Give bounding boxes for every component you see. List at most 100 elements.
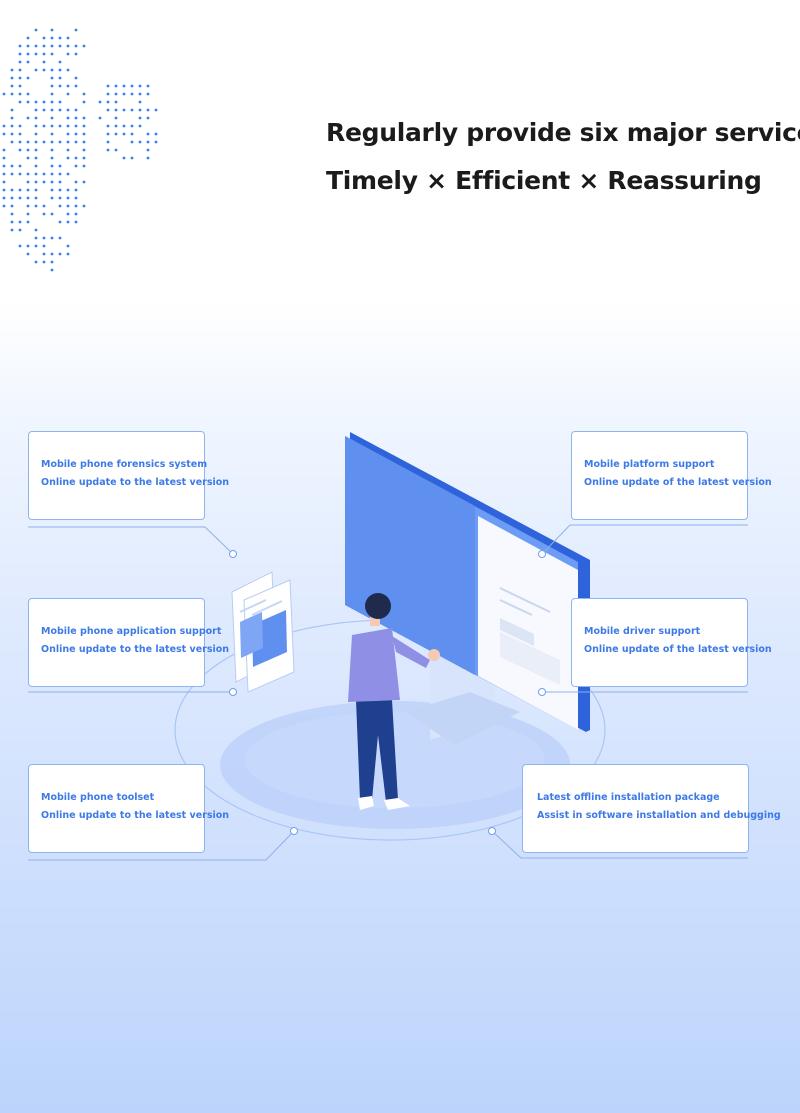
- map-dot: [50, 92, 54, 96]
- map-dot: [26, 252, 30, 256]
- map-dot: [2, 156, 6, 160]
- map-dot: [106, 108, 110, 112]
- service-detail: Online update of the latest version: [584, 477, 772, 488]
- map-dot: [18, 52, 22, 56]
- map-dot: [42, 180, 46, 184]
- map-dot: [2, 92, 6, 96]
- map-dot: [50, 260, 54, 264]
- map-dot: [50, 84, 54, 88]
- connector-dot: [229, 550, 237, 558]
- page-subtitle: Timely × Efficient × Reassuring: [326, 166, 762, 195]
- map-dot: [50, 268, 54, 272]
- map-dot: [146, 108, 150, 112]
- map-dot: [122, 132, 126, 136]
- map-dot: [10, 108, 14, 112]
- map-dot: [106, 84, 110, 88]
- map-dot: [10, 228, 14, 232]
- map-dot: [66, 44, 70, 48]
- map-dot: [18, 124, 22, 128]
- monitor-illustration: [345, 432, 590, 732]
- map-dot: [34, 164, 38, 168]
- map-dot: [58, 196, 62, 200]
- map-dot: [66, 212, 70, 216]
- map-dot: [26, 92, 30, 96]
- map-dot: [74, 124, 78, 128]
- map-dot: [98, 100, 102, 104]
- connector-dot: [538, 550, 546, 558]
- map-dot: [50, 28, 54, 32]
- map-dot: [106, 148, 110, 152]
- map-dot: [10, 68, 14, 72]
- map-dot: [34, 236, 38, 240]
- map-dot: [42, 36, 46, 40]
- map-dot: [34, 100, 38, 104]
- map-dot: [42, 212, 46, 216]
- map-dot: [82, 116, 86, 120]
- page-title: Regularly provide six major services: [326, 118, 800, 147]
- map-dot: [138, 116, 142, 120]
- map-dot: [66, 140, 70, 144]
- map-dot: [66, 92, 70, 96]
- map-dot: [26, 220, 30, 224]
- map-dot: [10, 116, 14, 120]
- map-dot: [2, 204, 6, 208]
- map-dot: [66, 196, 70, 200]
- map-dot: [50, 252, 54, 256]
- map-dot: [50, 172, 54, 176]
- map-dot: [114, 124, 118, 128]
- map-dot: [74, 164, 78, 168]
- map-dot: [10, 84, 14, 88]
- map-dot: [34, 156, 38, 160]
- map-dot: [58, 252, 62, 256]
- connector-dot: [488, 827, 496, 835]
- map-dot: [122, 124, 126, 128]
- map-dot: [122, 84, 126, 88]
- map-dot: [10, 220, 14, 224]
- map-dot: [58, 236, 62, 240]
- map-dot: [66, 252, 70, 256]
- service-card-application-support: Mobile phone application support Online …: [28, 598, 229, 687]
- map-dot: [50, 36, 54, 40]
- map-dot: [74, 76, 78, 80]
- map-dot: [26, 36, 30, 40]
- map-dot: [66, 124, 70, 128]
- map-dot: [34, 52, 38, 56]
- map-dot: [26, 116, 30, 120]
- service-detail: Assist in software installation and debu…: [537, 810, 781, 821]
- map-dot: [114, 108, 118, 112]
- map-dot: [66, 220, 70, 224]
- map-dot: [82, 148, 86, 152]
- map-dot: [114, 84, 118, 88]
- map-dot: [50, 196, 54, 200]
- map-dot: [82, 124, 86, 128]
- map-dot: [74, 132, 78, 136]
- map-dot: [18, 84, 22, 88]
- map-dot: [82, 100, 86, 104]
- map-dot: [34, 108, 38, 112]
- map-dot: [18, 92, 22, 96]
- map-dot: [138, 100, 142, 104]
- map-dot: [74, 44, 78, 48]
- map-dot: [34, 28, 38, 32]
- service-name: Mobile phone application support: [41, 626, 222, 637]
- map-dot: [74, 52, 78, 56]
- map-dot: [50, 164, 54, 168]
- map-dot: [50, 76, 54, 80]
- map-dot: [66, 156, 70, 160]
- map-dot: [34, 260, 38, 264]
- map-dot: [138, 124, 142, 128]
- map-dot: [42, 124, 46, 128]
- map-dot: [74, 156, 78, 160]
- map-dot: [18, 228, 22, 232]
- map-dot: [146, 132, 150, 136]
- map-dot: [18, 44, 22, 48]
- map-dot: [26, 148, 30, 152]
- map-dot: [10, 164, 14, 168]
- connector-dot: [229, 688, 237, 696]
- map-dot: [146, 92, 150, 96]
- map-dot: [66, 148, 70, 152]
- map-dot: [18, 188, 22, 192]
- map-dot: [2, 180, 6, 184]
- map-dot: [18, 60, 22, 64]
